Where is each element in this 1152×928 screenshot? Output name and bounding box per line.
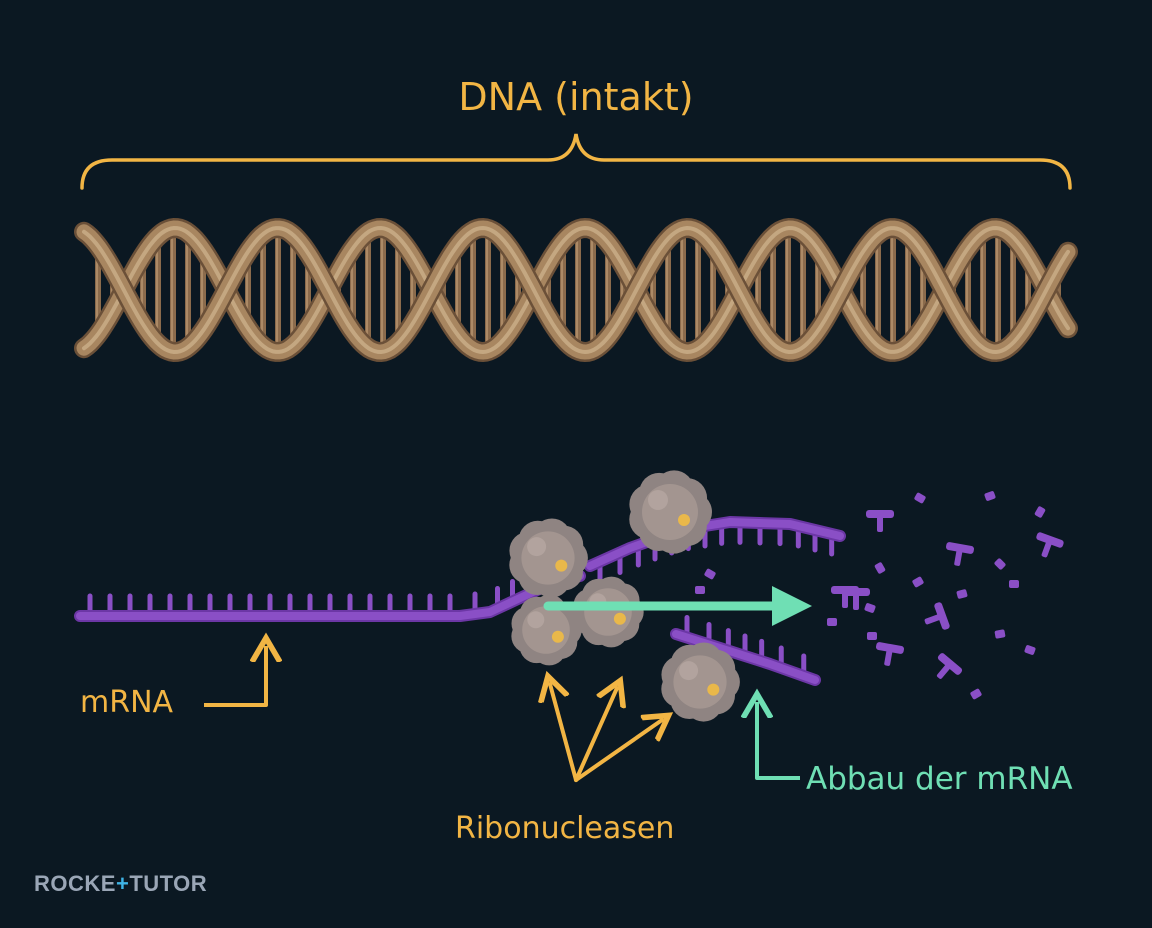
rocketutor-logo: ROCKE+TUTOR — [34, 871, 207, 897]
fragment-tooth — [936, 664, 951, 679]
enzyme-active-site — [555, 559, 568, 572]
mrna-fragment — [994, 629, 1006, 639]
degradation-label: Abbau der mRNA — [806, 761, 1073, 797]
fragment-piece — [956, 589, 968, 599]
dna-double-helix-icon — [74, 217, 1078, 363]
mrna-fragment — [875, 642, 905, 666]
fragment-piece — [867, 632, 877, 640]
logo-text: ROCKE+TUTOR — [34, 871, 207, 896]
enzyme-active-site — [613, 612, 626, 625]
mrna-lower-strand-body — [672, 630, 819, 684]
mrna-fragment — [984, 491, 996, 501]
fragment-piece — [994, 629, 1006, 639]
mrna-fragment — [994, 558, 1006, 570]
dna-strand-front-shine — [82, 225, 1070, 355]
enzyme-core — [673, 655, 727, 709]
degradation-arrow-icon — [543, 586, 812, 626]
fragment-backbone — [831, 586, 859, 594]
fragment-tooth — [842, 592, 848, 608]
mrna-fragment — [1009, 580, 1019, 588]
ribonuclease-enzyme-icon — [509, 518, 588, 598]
rnase-arrow-icon — [574, 688, 617, 782]
fragment-piece — [912, 576, 924, 588]
mrna-fragment — [695, 586, 705, 594]
fragment-piece — [1009, 580, 1019, 588]
enzyme-highlight — [648, 490, 668, 510]
fragment-piece — [827, 618, 837, 626]
enzyme-active-site — [678, 514, 690, 526]
mrna-pointer-arrow-icon — [204, 646, 266, 707]
dna-strand-back-shine — [82, 225, 1070, 355]
enzyme-core — [584, 588, 632, 636]
ribonucleases-label: Ribonucleasen — [455, 811, 675, 846]
mrna-fragment — [874, 562, 886, 574]
fragment-tooth — [884, 649, 893, 666]
fragment-backbone — [1036, 532, 1064, 548]
mrna-fragment — [1034, 506, 1046, 518]
mrna-fragment — [956, 589, 968, 599]
fragment-piece — [984, 491, 996, 501]
fragment-piece — [874, 562, 886, 574]
enzyme-core — [522, 606, 570, 654]
fragment-piece — [864, 603, 876, 613]
mrna-fragment — [924, 602, 950, 630]
enzyme-core — [642, 484, 698, 540]
ribonuclease-enzyme-icon — [573, 576, 644, 648]
mrna-fragment — [866, 510, 894, 532]
fragment-tooth — [924, 614, 941, 625]
mrna-fragment — [914, 492, 926, 504]
fragment-backbone — [945, 542, 975, 554]
logo-part: TUTOR — [129, 871, 208, 896]
abbau-pointer-arrow-icon — [757, 702, 800, 780]
mrna-fragment — [912, 576, 924, 588]
rnase-arrow-icon — [574, 720, 662, 782]
mrna-fragments — [695, 491, 1064, 700]
fragment-backbone — [937, 653, 963, 675]
fragment-backbone — [934, 602, 950, 630]
mrna-fragment — [831, 586, 859, 608]
fragment-backbone — [875, 642, 905, 654]
fragment-piece — [914, 492, 926, 504]
enzyme-active-site — [707, 683, 720, 696]
logo-part: ROCKE — [34, 871, 116, 896]
rnase-arrow-icon — [550, 684, 578, 782]
mrna-fragment — [827, 618, 837, 626]
mrna-fragment — [1024, 645, 1036, 655]
enzyme-highlight — [679, 661, 699, 681]
ribonuclease-enzymes — [509, 470, 740, 722]
mrna-label: mRNA — [80, 685, 174, 720]
mrna-fragment — [704, 568, 716, 580]
enzyme-highlight — [527, 537, 547, 557]
mrna-main-strand-body — [76, 572, 584, 620]
fragment-piece — [1024, 645, 1036, 655]
fragment-piece — [1034, 506, 1046, 518]
fragment-piece — [695, 586, 705, 594]
fragment-tooth — [1041, 541, 1052, 558]
curly-brace-icon — [80, 133, 1072, 190]
dna-label: DNA (intakt) — [458, 75, 694, 119]
ribonuclease-enzyme-icon — [661, 642, 740, 722]
fragment-piece — [704, 568, 716, 580]
mrna-fragment — [867, 632, 877, 640]
mrna-fragment — [936, 653, 963, 679]
mrna-fragment — [970, 688, 982, 700]
fragment-piece — [970, 688, 982, 700]
fragment-piece — [994, 558, 1006, 570]
enzyme-active-site — [551, 630, 564, 643]
fragment-tooth — [954, 549, 963, 566]
mrna-fragment — [864, 603, 876, 613]
rocket-cross-icon: + — [115, 871, 130, 896]
enzyme-core — [521, 531, 575, 585]
mrna-fragment — [945, 542, 975, 566]
fragment-tooth — [853, 594, 859, 610]
fragment-backbone — [866, 510, 894, 518]
mrna-fragment — [1036, 532, 1064, 558]
ribonuclease-pointer-arrows — [550, 684, 662, 782]
enzyme-highlight — [527, 611, 545, 629]
fragment-tooth — [877, 516, 883, 532]
ribonuclease-enzyme-icon — [629, 470, 712, 554]
